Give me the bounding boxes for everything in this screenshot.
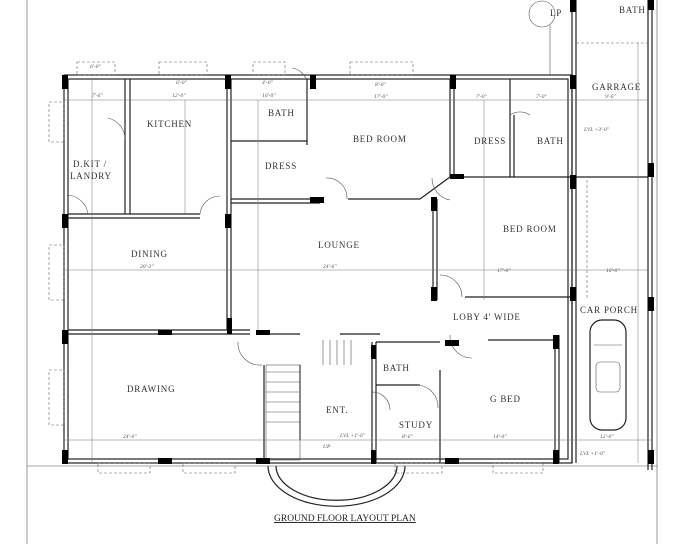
label-bath-top: BATH xyxy=(268,108,295,118)
dim-12: 24'-0" xyxy=(123,433,137,440)
label-dress-left: DRESS xyxy=(265,161,297,171)
label-car-porch: CAR PORCH xyxy=(580,305,638,315)
windows xyxy=(48,61,544,474)
dim-11: 10'-0" xyxy=(606,268,620,274)
dim-13: 8'-6" xyxy=(402,434,414,440)
label-up: UP xyxy=(323,444,331,450)
room-labels: KITCHEN BATH BED ROOM DRESS BATH GARRAGE… xyxy=(70,5,646,450)
label-bath-right: BATH xyxy=(537,136,564,146)
dim-2: 12'-0" xyxy=(172,93,186,99)
label-dress-right: DRESS xyxy=(474,136,506,146)
dim-15: 12'-0" xyxy=(600,434,614,440)
label-ent: ENT. xyxy=(326,405,348,415)
label-bed-room-top: BED ROOM xyxy=(353,134,407,144)
door-swings xyxy=(66,67,531,507)
label-dkit: D.KIT / xyxy=(73,159,107,169)
label-bed-room-mid: BED ROOM xyxy=(503,224,557,234)
sheet-frame xyxy=(26,0,658,544)
level-mark-2: LVL +1'-6" xyxy=(339,433,366,439)
label-lounge: LOUNGE xyxy=(318,240,360,250)
dim-14: 14'-0" xyxy=(493,433,507,440)
label-g-bed: G BED xyxy=(490,394,521,404)
dim-3: 10'-0" xyxy=(262,93,276,99)
dim-window-3: 4'-0" xyxy=(262,79,274,86)
dim-4: 17'-0" xyxy=(374,94,388,100)
label-loby: LOBY 4' WIDE xyxy=(453,312,521,322)
label-bath-small: BATH xyxy=(383,363,410,373)
dim-1: 7'-6" xyxy=(92,93,104,99)
label-dining: DINING xyxy=(131,249,168,259)
plan-title: GROUND FLOOR LAYOUT PLAN xyxy=(274,514,416,524)
level-mark-3: LVL +1'-0" xyxy=(579,451,606,457)
label-bath-garage: BATH xyxy=(619,5,646,15)
dim-8: 20'-3" xyxy=(140,264,154,270)
dim-window-2: 6'-0" xyxy=(176,80,188,86)
dim-7: 9'-6" xyxy=(605,94,617,100)
dim-window-4: 8'-0" xyxy=(375,82,387,88)
car-icon xyxy=(589,319,627,431)
structural-columns xyxy=(62,0,654,464)
dim-9: 24'-6" xyxy=(323,263,337,270)
label-drawing: DRAWING xyxy=(127,384,175,394)
label-garrage: GARRAGE xyxy=(592,82,641,92)
staircase xyxy=(265,0,556,461)
dim-window-1: 6'-0" xyxy=(90,64,102,70)
level-mark-1: LVL +3'-0" xyxy=(583,127,610,133)
exterior-walls xyxy=(63,0,653,470)
label-lp: LP xyxy=(550,8,562,18)
dimension-lines xyxy=(64,43,652,463)
label-kitchen: KITCHEN xyxy=(147,119,192,129)
label-landry: LANDRY xyxy=(70,171,112,181)
dimension-labels: 6'-0" 6'-0" 4'-0" 8'-0" 7'-6" 12'-0" 10'… xyxy=(90,64,620,457)
dim-5: 7'-0" xyxy=(476,94,488,100)
dim-6: 7'-0" xyxy=(536,94,548,100)
label-study: STUDY xyxy=(399,420,433,430)
dim-10: 17'-0" xyxy=(497,268,511,274)
